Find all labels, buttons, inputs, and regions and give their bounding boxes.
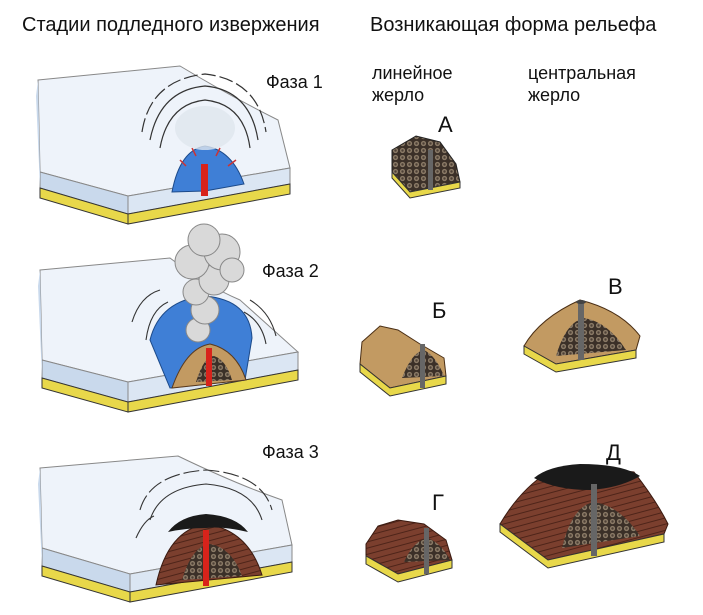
letter-v: В: [608, 274, 623, 299]
phase-3-label: Фаза 3: [262, 442, 319, 462]
landform-b: [359, 325, 447, 397]
phase-2-label: Фаза 2: [262, 261, 319, 281]
landform-d: [499, 464, 669, 569]
phase-3-ice-block: [38, 455, 293, 603]
landform-a: [391, 135, 461, 199]
letter-a: А: [438, 112, 453, 137]
central-vent-label: центральная жерло: [528, 63, 636, 105]
landform-v: [523, 299, 641, 373]
letter-d: Д: [606, 440, 621, 465]
landform-g: [365, 519, 453, 583]
phase-1-ice-block: [36, 65, 291, 225]
phase-2-ice-block: [38, 223, 300, 413]
landform-title: Возникающая форма рельефа: [370, 14, 657, 36]
letter-g: Г: [432, 490, 444, 515]
stages-title: Стадии подледного извержения: [22, 14, 320, 36]
letter-b: Б: [432, 298, 447, 323]
phase-1-label: Фаза 1: [266, 72, 323, 92]
linear-vent-label: линейное жерло: [372, 63, 453, 105]
